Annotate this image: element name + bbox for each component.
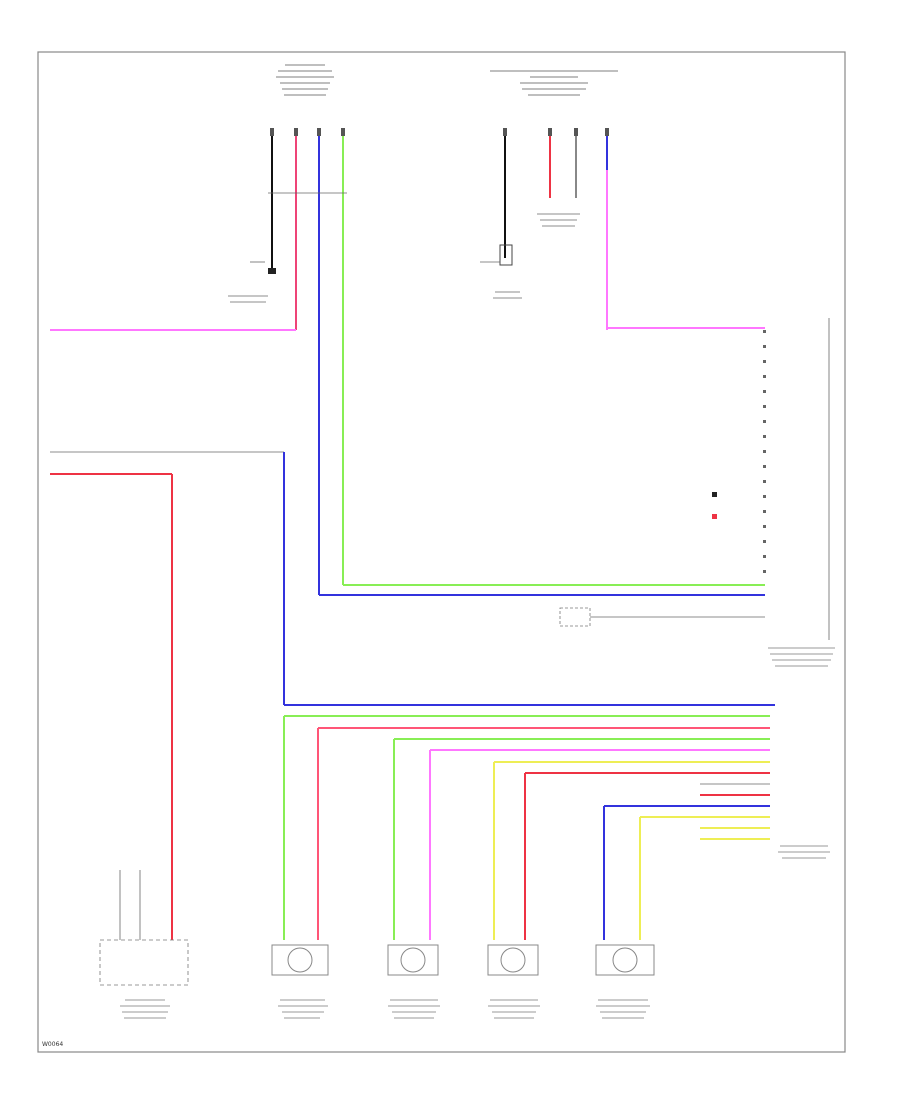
connector-pins-left [270, 128, 345, 136]
wheel-sensor-2 [387, 944, 439, 976]
module-header-right [490, 70, 618, 96]
connector-pins-right [503, 128, 609, 136]
caption-lines-bottom [120, 647, 835, 1019]
diagram-frame [37, 51, 846, 1053]
wheel-sensor-1 [271, 944, 329, 976]
wheel-sensor-3 [487, 944, 539, 976]
ground-symbol-left [228, 261, 276, 303]
left-module-box [99, 939, 189, 986]
shield-red-dot [712, 514, 717, 519]
resistor-box [559, 607, 591, 627]
module-header-left [276, 64, 334, 96]
connector-strip-right [763, 330, 766, 573]
wheel-sensor-4 [595, 944, 655, 976]
fuse-box-right [480, 244, 522, 299]
diagram-code: W0064 [42, 1041, 63, 1048]
shield-black-dot [712, 492, 717, 497]
shield-note-right [537, 213, 580, 227]
